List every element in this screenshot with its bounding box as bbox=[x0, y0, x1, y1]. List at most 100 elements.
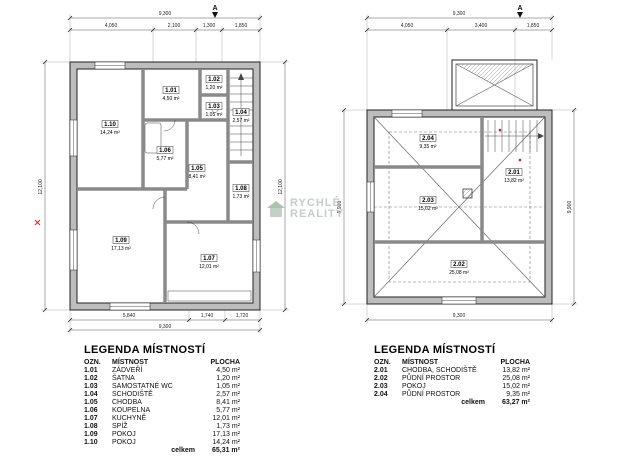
legend-title: LEGENDA MÍSTNOSTÍ bbox=[84, 344, 206, 356]
svg-text:5,77 m²: 5,77 m² bbox=[157, 156, 174, 162]
svg-text:2.03: 2.03 bbox=[422, 198, 434, 204]
legend-cell-room: SAMOSTATNÉ WC bbox=[112, 383, 173, 390]
legend-cell-area: 14,24 m² bbox=[212, 439, 240, 446]
legend-total-row: celkem 63,27 m² bbox=[374, 399, 530, 407]
legend-cell-ozn: 1.04 bbox=[84, 391, 98, 398]
room-label: 2.049,35 m² bbox=[420, 134, 437, 150]
svg-text:17,13 m²: 17,13 m² bbox=[111, 246, 131, 252]
svg-text:1,73 m²: 1,73 m² bbox=[233, 194, 250, 200]
legend-cell-area: 12,01 m² bbox=[212, 415, 240, 422]
room-label: 1.09 17,13 m² bbox=[111, 236, 131, 252]
svg-text:A: A bbox=[212, 5, 217, 12]
dimension-ticks bbox=[341, 15, 577, 323]
room-label: 1.031,05 m² bbox=[206, 102, 223, 118]
legend-cell-room: SPÍŽ bbox=[112, 423, 128, 430]
staircase bbox=[485, 120, 544, 152]
legend-cell-area: 1,20 m² bbox=[216, 375, 240, 382]
porch-gable-roof bbox=[451, 59, 538, 111]
svg-text:13,82 m²: 13,82 m² bbox=[504, 178, 524, 184]
svg-text:1.01: 1.01 bbox=[165, 88, 177, 94]
section-marker-a: A bbox=[517, 5, 523, 18]
legend-header-area: PLOCHA bbox=[500, 359, 530, 366]
svg-text:2.02: 2.02 bbox=[453, 262, 465, 268]
svg-text:1,05 m²: 1,05 m² bbox=[206, 112, 223, 118]
legend-header-room: MÍSTNOST bbox=[112, 359, 149, 366]
legend-cell-ozn: 2.03 bbox=[374, 383, 388, 390]
svg-text:1,20 m²: 1,20 m² bbox=[206, 85, 223, 91]
windows bbox=[69, 61, 261, 311]
legend-cell-room: ŠATNA bbox=[112, 375, 135, 382]
svg-text:14,24 m²: 14,24 m² bbox=[100, 130, 120, 136]
svg-text:4,50 m²: 4,50 m² bbox=[163, 96, 180, 102]
svg-text:9,300: 9,300 bbox=[453, 313, 466, 319]
attic-floor-plan: A bbox=[337, 5, 578, 324]
interior-walls bbox=[374, 117, 545, 244]
legend-title: LEGENDA MÍSTNOSTÍ bbox=[374, 344, 496, 356]
svg-text:2,100: 2,100 bbox=[168, 23, 181, 29]
room-label: 1.07 12,01 m² bbox=[199, 254, 219, 270]
watermark: RYCHLÉ REALITY bbox=[266, 198, 344, 220]
svg-text:15,02 m²: 15,02 m² bbox=[418, 206, 438, 212]
exterior-walls bbox=[69, 61, 261, 311]
legend-cell-room: CHODBA, SCHODIŠTĚ bbox=[402, 367, 477, 374]
legend-header-room: MÍSTNOST bbox=[402, 359, 439, 366]
svg-text:1.10: 1.10 bbox=[104, 122, 116, 128]
legend-total-spacer bbox=[374, 399, 402, 407]
svg-text:1.04: 1.04 bbox=[235, 110, 247, 116]
legend-attic: LEGENDA MÍSTNOSTÍ OZN. MÍSTNOST PLOCHA 2… bbox=[374, 344, 530, 407]
legend-cell-ozn: 2.02 bbox=[374, 375, 388, 382]
legend-cell-ozn: 1.09 bbox=[84, 431, 98, 438]
dimension-labels: 9,300 4,050 3,400 1,850 9,900 9,900 9,30… bbox=[337, 11, 573, 319]
roof-lines bbox=[373, 116, 546, 298]
legend-cell-area: 17,13 m² bbox=[212, 431, 240, 438]
red-mark bbox=[34, 219, 41, 226]
chimney bbox=[462, 188, 473, 199]
svg-text:1,300: 1,300 bbox=[203, 23, 216, 29]
door-swings bbox=[152, 119, 200, 235]
svg-text:9,900: 9,900 bbox=[567, 201, 573, 214]
legend-header-row: OZN. MÍSTNOST PLOCHA bbox=[84, 359, 240, 367]
svg-text:1,720: 1,720 bbox=[236, 313, 249, 319]
legend-cell-area: 15,02 m² bbox=[502, 383, 530, 390]
svg-text:A: A bbox=[517, 5, 522, 12]
legend-cell-room: PŮDNÍ PROSTOR bbox=[402, 391, 461, 398]
svg-text:4,050: 4,050 bbox=[105, 23, 118, 29]
dimension-lines: 9,300 4,050 2,100 1,300 1,850 12,100 12,… bbox=[38, 11, 289, 334]
room-label: 1.081,73 m² bbox=[233, 184, 250, 200]
room-label: 1.01 4,50 m² bbox=[163, 86, 180, 102]
legend-cell-room: SCHODIŠTĚ bbox=[112, 391, 153, 398]
windows bbox=[366, 109, 477, 305]
legend-total-value: 63,27 m² bbox=[501, 399, 530, 406]
svg-text:1.07: 1.07 bbox=[203, 256, 215, 262]
ground-floor-plan: A bbox=[34, 5, 289, 334]
legend-ground-floor: LEGENDA MÍSTNOSTÍ OZN. MÍSTNOST PLOCHA 1… bbox=[84, 344, 240, 455]
watermark-line1: RYCHLÉ bbox=[290, 197, 341, 209]
svg-text:9,300: 9,300 bbox=[159, 324, 172, 330]
legend-cell-ozn: 2.04 bbox=[374, 391, 388, 398]
legend-cell-area: 8,41 m² bbox=[216, 399, 240, 406]
legend-total-label: celkem bbox=[461, 399, 485, 406]
svg-text:25,08 m²: 25,08 m² bbox=[449, 270, 469, 276]
svg-text:12,01 m²: 12,01 m² bbox=[199, 264, 219, 270]
legend-total-row: celkem 65,31 m² bbox=[84, 447, 240, 455]
legend-cell-room: PŮDNÍ PROSTOR bbox=[402, 375, 461, 382]
svg-text:4,050: 4,050 bbox=[401, 23, 414, 29]
svg-text:1,850: 1,850 bbox=[527, 23, 540, 29]
legend-cell-ozn: 1.01 bbox=[84, 367, 98, 374]
room-label: 2.03 15,02 m² bbox=[418, 196, 438, 212]
svg-text:9,900: 9,900 bbox=[337, 201, 343, 214]
svg-text:1.09: 1.09 bbox=[115, 238, 127, 244]
svg-text:9,300: 9,300 bbox=[159, 11, 172, 17]
svg-text:1.06: 1.06 bbox=[159, 148, 171, 154]
room-label: 2.02 25,08 m² bbox=[449, 260, 469, 276]
legend-cell-ozn: 2.01 bbox=[374, 367, 388, 374]
legend-cell-area: 1,05 m² bbox=[216, 383, 240, 390]
svg-text:9,300: 9,300 bbox=[453, 11, 466, 17]
legend-header-ozn: OZN. bbox=[84, 359, 101, 366]
